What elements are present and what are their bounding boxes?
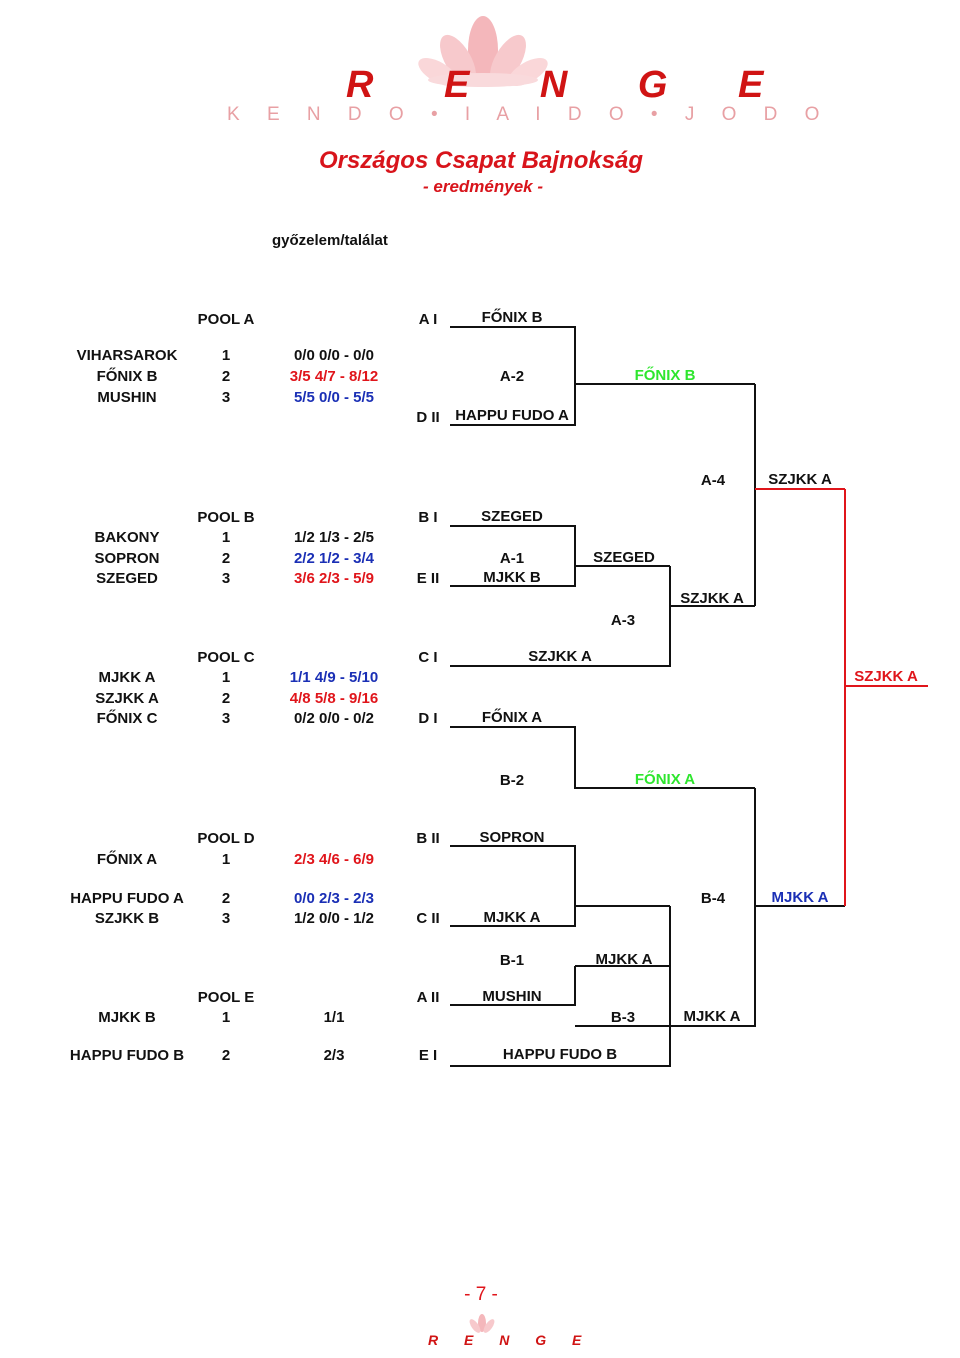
match-b1: B-1 <box>499 952 525 969</box>
pool-c-team-1: MJKK A <box>98 669 156 686</box>
pool-d-score-2: 0/0 2/3 - 2/3 <box>293 890 375 907</box>
pool-b-team-1: BAKONY <box>94 529 160 546</box>
logo-wordmark: R E N G E <box>346 64 794 106</box>
page-number: - 7 - <box>464 1284 498 1305</box>
pool-e-score-1: 1/1 <box>323 1009 345 1026</box>
match-a4: A-4 <box>700 472 726 489</box>
pool-c-label: POOL C <box>197 649 255 666</box>
seed-d2: D II <box>416 409 440 426</box>
logo-subtitle: K E N D O • I A I D O • J O D O <box>227 104 831 125</box>
pool-a-team-2: FŐNIX B <box>96 368 158 385</box>
pool-a-team-3: MUSHIN <box>97 389 157 406</box>
seed-c1: C I <box>418 649 438 666</box>
seed-e1: E I <box>418 1047 438 1064</box>
pool-d-rank-2: 2 <box>221 890 231 907</box>
slot-c-bottom: FŐNIX A <box>481 709 543 726</box>
pool-a-team-1: VIHARSAROK <box>76 347 178 364</box>
seed-a2: A II <box>416 989 440 1006</box>
pool-b-rank-3: 3 <box>221 570 231 587</box>
pool-b-score-1: 1/2 1/3 - 2/5 <box>293 529 375 546</box>
match-a1: A-1 <box>499 550 525 567</box>
lotus-logo-icon <box>418 16 548 87</box>
slot-a1-bottom: MJKK B <box>483 569 541 586</box>
match-a2: A-2 <box>499 368 525 385</box>
pool-c-score-1: 1/1 4/9 - 5/10 <box>289 669 379 686</box>
slot-b1-winner: MJKK A <box>595 951 653 968</box>
pool-c-team-2: SZJKK A <box>95 690 159 707</box>
seed-e2: E II <box>416 570 440 587</box>
pool-b-team-3: SZEGED <box>96 570 158 587</box>
seed-c2: C II <box>416 910 440 927</box>
slot-b-happu: HAPPU FUDO B <box>502 1046 618 1063</box>
slot-b4-winner: MJKK A <box>771 889 829 906</box>
legend-text: győzelem/találat <box>272 232 388 249</box>
pool-e-rank-2: 2 <box>221 1047 231 1064</box>
pool-b-score-3: 3/6 2/3 - 5/9 <box>293 570 375 587</box>
slot-a4-winner: SZJKK A <box>768 471 832 488</box>
footer-wordmark: R E N G E <box>428 1332 593 1348</box>
pool-d-team-2: HAPPU FUDO A <box>70 890 184 907</box>
seed-a1: A I <box>418 311 438 328</box>
match-b2: B-2 <box>499 772 525 789</box>
pool-d-team-3: SZJKK B <box>94 910 160 927</box>
pool-a-rank-2: 2 <box>221 368 231 385</box>
pool-d-rank-1: 1 <box>221 851 231 868</box>
pool-c-rank-2: 2 <box>221 690 231 707</box>
slot-b-mjkk: MJKK A <box>483 909 541 926</box>
pool-a-label: POOL A <box>197 311 255 328</box>
page-title: Országos Csapat Bajnokság <box>318 147 644 174</box>
slot-a3-winner: SZJKK A <box>680 590 744 607</box>
slot-final-winner: SZJKK A <box>854 668 918 685</box>
pool-d-label: POOL D <box>197 830 255 847</box>
slot-a1-winner: SZEGED <box>593 549 655 566</box>
pool-a-rank-3: 3 <box>221 389 231 406</box>
page-subtitle: - eredmények - <box>423 177 543 196</box>
pool-c-score-3: 0/2 0/0 - 0/2 <box>293 710 375 727</box>
pool-d-team-1: FŐNIX A <box>96 851 158 868</box>
pool-b-rank-2: 2 <box>221 550 231 567</box>
pool-c-rank-1: 1 <box>221 669 231 686</box>
seed-d1: D I <box>418 710 438 727</box>
pool-a-rank-1: 1 <box>221 347 231 364</box>
slot-a1-top: SZEGED <box>481 508 543 525</box>
pool-e-score-2: 2/3 <box>323 1047 345 1064</box>
pool-b-team-2: SOPRON <box>94 550 160 567</box>
seed-b1: B I <box>418 509 438 526</box>
slot-b-mushin: MUSHIN <box>482 988 542 1005</box>
pool-d-score-3: 1/2 0/0 - 1/2 <box>293 910 375 927</box>
slot-b-sopron: SOPRON <box>479 829 545 846</box>
match-b3: B-3 <box>610 1009 636 1026</box>
slot-a2-winner: FŐNIX B <box>634 367 696 384</box>
pool-a-score-1: 0/0 0/0 - 0/0 <box>293 347 375 364</box>
pool-a-score-3: 5/5 0/0 - 5/5 <box>293 389 375 406</box>
slot-a2-bottom: HAPPU FUDO A <box>455 407 569 424</box>
pool-e-label: POOL E <box>197 989 255 1006</box>
pool-c-rank-3: 3 <box>221 710 231 727</box>
match-b4: B-4 <box>700 890 726 907</box>
pool-e-team-1: MJKK B <box>98 1009 156 1026</box>
slot-c-top: SZJKK A <box>528 648 592 665</box>
pool-c-score-2: 4/8 5/8 - 9/16 <box>289 690 379 707</box>
pool-b-label: POOL B <box>197 509 255 526</box>
pool-c-team-3: FŐNIX C <box>96 710 158 727</box>
pool-b-score-2: 2/2 1/2 - 3/4 <box>293 550 375 567</box>
footer-lotus-icon <box>469 1314 495 1333</box>
match-a3: A-3 <box>610 612 636 629</box>
pool-e-rank-1: 1 <box>221 1009 231 1026</box>
slot-a2-top: FŐNIX B <box>481 309 543 326</box>
pool-a-score-2: 3/5 4/7 - 8/12 <box>289 368 379 385</box>
pool-b-rank-1: 1 <box>221 529 231 546</box>
seed-b2: B II <box>416 830 440 847</box>
pool-d-score-1: 2/3 4/6 - 6/9 <box>293 851 375 868</box>
pool-e-team-2: HAPPU FUDO B <box>69 1047 185 1064</box>
slot-b2-winner: FŐNIX A <box>634 771 696 788</box>
slot-b3-winner: MJKK A <box>683 1008 741 1025</box>
pool-d-rank-3: 3 <box>221 910 231 927</box>
